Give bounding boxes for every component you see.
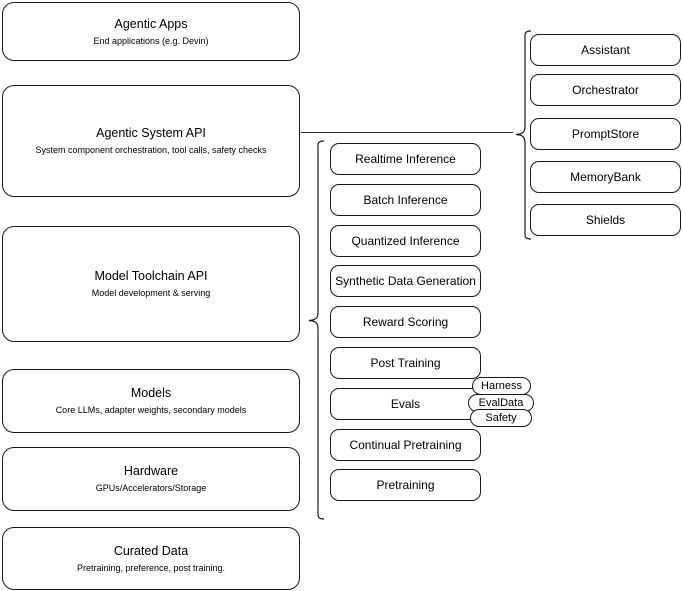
layer-title: Curated Data	[113, 543, 189, 558]
toolchain-box-evals[interactable]: Evals	[330, 388, 481, 420]
system-box-orchestrator[interactable]: Orchestrator	[530, 74, 681, 106]
layer-title: Agentic System API	[96, 126, 206, 140]
eval-pill-safety[interactable]: Safety	[470, 409, 532, 427]
toolchain-box-label: Post Training	[370, 355, 441, 370]
system-box-shields[interactable]: Shields	[530, 204, 681, 236]
toolchain-box-batch-inference[interactable]: Batch Inference	[330, 184, 481, 216]
toolchain-box-label: Pretraining	[376, 477, 435, 492]
toolchain-box-post-training[interactable]: Post Training	[330, 347, 481, 379]
layer-title: Hardware	[123, 464, 179, 478]
toolchain-box-label: Evals	[390, 396, 421, 411]
layer-subtitle: Pretraining, preference, post training.	[76, 562, 226, 573]
toolchain-box-realtime-inference[interactable]: Realtime Inference	[330, 143, 481, 175]
eval-pill-label: Safety	[485, 411, 517, 424]
system-box-label: Assistant	[581, 42, 630, 57]
layer-box-curated-data[interactable]: Curated Data Pretraining, preference, po…	[2, 527, 300, 590]
eval-pill-evaldata[interactable]: EvalData	[468, 394, 534, 412]
bracket-agentic-system-components	[515, 30, 532, 240]
layer-subtitle: GPUs/Accelerators/Storage	[95, 483, 207, 493]
toolchain-box-label: Continual Pretraining	[349, 437, 462, 452]
layer-subtitle: End applications (e.g. Devin)	[93, 35, 209, 46]
system-box-memorybank[interactable]: MemoryBank	[530, 161, 681, 193]
layer-title: Models	[130, 386, 172, 400]
layer-title: Model Toolchain API	[94, 269, 208, 283]
toolchain-box-pretraining[interactable]: Pretraining	[330, 469, 481, 501]
layer-subtitle: Model development & serving	[91, 288, 211, 298]
layer-box-models[interactable]: Models Core LLMs, adapter weights, secon…	[2, 369, 300, 433]
eval-pill-label: Harness	[481, 379, 522, 392]
layer-box-model-toolchain-api[interactable]: Model Toolchain API Model development & …	[2, 226, 300, 342]
toolchain-box-quantized-inference[interactable]: Quantized Inference	[330, 225, 481, 257]
connector-agentic-system-api-to-components	[301, 132, 513, 134]
eval-pill-harness[interactable]: Harness	[472, 377, 531, 395]
bracket-model-toolchain	[308, 140, 325, 520]
toolchain-box-continual-pretraining[interactable]: Continual Pretraining	[330, 429, 481, 461]
system-box-label: PromptStore	[571, 126, 640, 141]
toolchain-box-label: Batch Inference	[363, 192, 448, 207]
layer-box-agentic-apps[interactable]: Agentic Apps End applications (e.g. Devi…	[2, 2, 300, 61]
toolchain-box-label: Reward Scoring	[362, 314, 449, 329]
system-box-assistant[interactable]: Assistant	[530, 34, 681, 66]
layer-subtitle: Core LLMs, adapter weights, secondary mo…	[55, 405, 247, 415]
toolchain-box-label: Quantized Inference	[351, 233, 460, 248]
layer-title: Agentic Apps	[114, 16, 188, 31]
layer-box-agentic-system-api[interactable]: Agentic System API System component orch…	[2, 85, 300, 197]
system-box-promptstore[interactable]: PromptStore	[530, 118, 681, 150]
layer-subtitle: System component orchestration, tool cal…	[35, 145, 267, 155]
system-box-label: MemoryBank	[570, 169, 641, 184]
toolchain-box-label: Realtime Inference	[355, 151, 456, 166]
toolchain-box-label: Synthetic Data Generation	[335, 273, 476, 288]
layer-box-hardware[interactable]: Hardware GPUs/Accelerators/Storage	[2, 447, 300, 511]
system-box-label: Orchestrator	[572, 82, 639, 97]
toolchain-box-reward-scoring[interactable]: Reward Scoring	[330, 306, 481, 338]
toolchain-box-synthetic-data-generation[interactable]: Synthetic Data Generation	[330, 265, 481, 297]
eval-pill-label: EvalData	[478, 396, 524, 409]
system-box-label: Shields	[585, 212, 626, 227]
